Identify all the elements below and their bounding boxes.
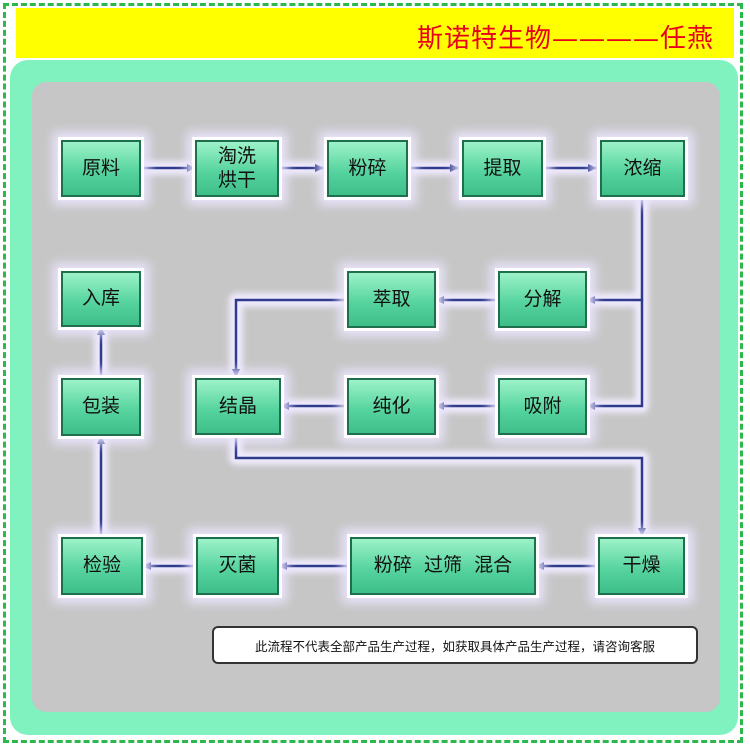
node-decompose: 分解 <box>498 271 587 328</box>
header-bar: 斯诺特生物————任燕 <box>16 8 734 58</box>
arrow-extraction-to-crystallize <box>232 298 347 378</box>
node-inspect: 检验 <box>61 537 143 595</box>
arrow-concentrate-to-adsorb <box>586 300 644 410</box>
node-wash-line2: 烘干 <box>217 168 256 191</box>
node-raw-material: 原料 <box>61 140 141 197</box>
node-package: 包装 <box>61 378 141 436</box>
node-wash-line1: 淘洗 <box>217 144 256 167</box>
connector-glow <box>94 161 649 573</box>
node-adsorb: 吸附 <box>498 378 587 435</box>
node-mix: 粉碎 过筛 混合 <box>350 537 536 595</box>
node-dry: 干燥 <box>598 537 685 595</box>
node-extract: 提取 <box>462 140 543 197</box>
arrow-concentrate-to-decompose <box>586 197 644 304</box>
node-crystallize: 结晶 <box>195 378 281 435</box>
node-grind: 粉碎 <box>327 140 408 197</box>
node-extraction: 萃取 <box>347 271 436 328</box>
dashed-frame <box>3 3 743 743</box>
disclaimer-notice: 此流程不代表全部产品生产过程，如获取具体产品生产过程，请咨询客服 <box>212 626 698 664</box>
node-storage: 入库 <box>61 271 141 327</box>
page-title: 斯诺特生物————任燕 <box>416 24 714 54</box>
node-wash-dry: 淘洗 烘干 <box>195 140 279 197</box>
node-sterilize: 灭菌 <box>196 537 279 595</box>
connector-lines <box>97 164 646 570</box>
node-purify: 纯化 <box>347 378 436 435</box>
node-concentrate: 浓缩 <box>600 140 685 197</box>
arrow-crystallize-to-dry <box>234 435 646 537</box>
